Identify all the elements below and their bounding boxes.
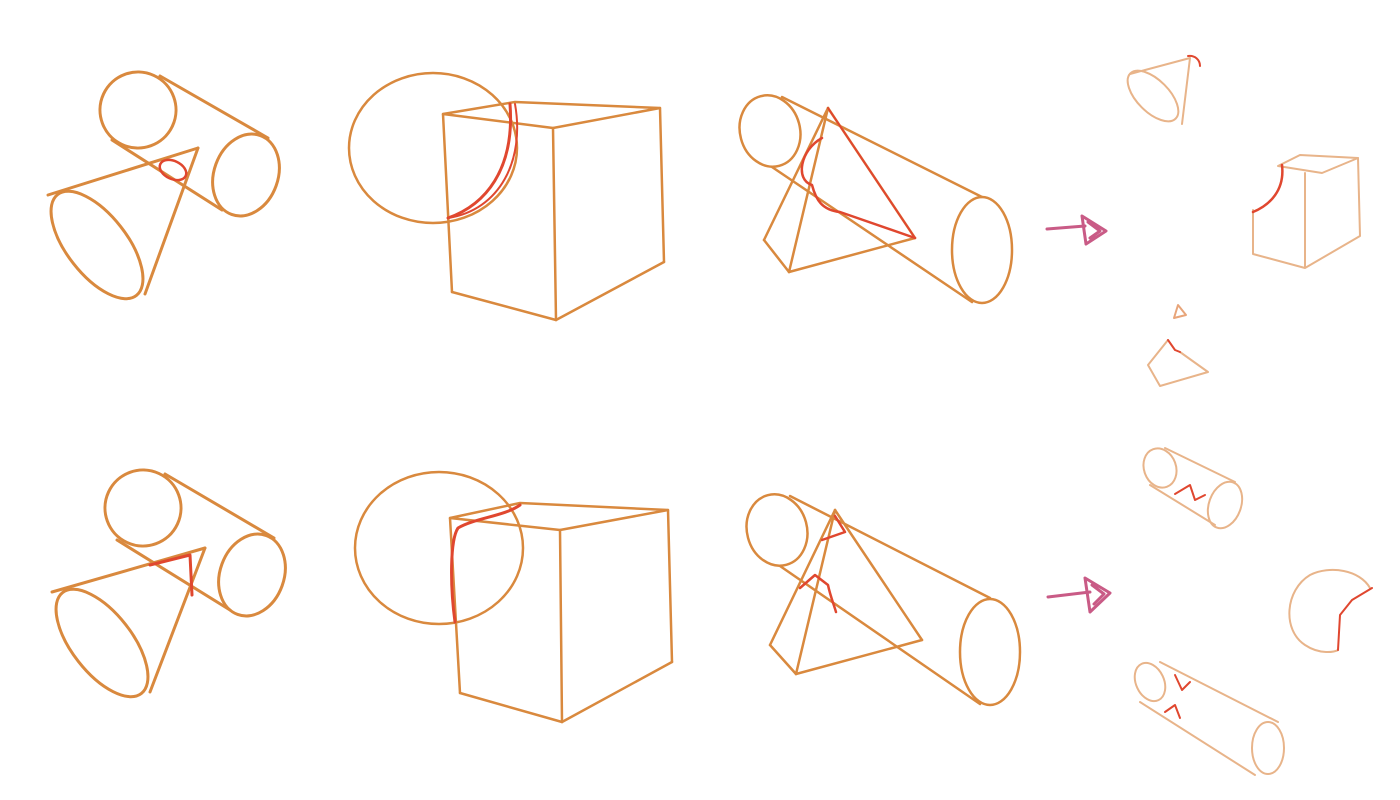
cylinder-near-cap [745, 493, 809, 567]
intersection-curve [148, 553, 194, 597]
cube-bottom-right [560, 660, 674, 724]
row1-cylinder-pyramid [738, 94, 1014, 305]
cube-front-mid-edge [558, 528, 564, 724]
cylinder-side-top [158, 74, 270, 140]
row2-sphere-cube [353, 470, 674, 724]
cube-front-left-edge [441, 112, 454, 294]
cylinder-side-bottom [770, 165, 974, 304]
cone-base [54, 587, 150, 699]
sphere-outline [353, 470, 525, 626]
cylinder-top-cap [103, 468, 183, 548]
cube-bottom-right [554, 260, 666, 322]
cylinder-top-cap [98, 70, 178, 150]
notch-top [1174, 674, 1191, 691]
cube-front-mid-edge [551, 126, 558, 322]
row1-cylinder-cone [46, 70, 281, 301]
intersection-curve-2 [447, 103, 519, 219]
intersection-curve [450, 503, 522, 624]
result-cylinder-notch-long [1133, 661, 1285, 776]
cube-right-edge [658, 106, 666, 264]
cylinder-side-top [780, 95, 984, 199]
cylinder-near-cap [738, 94, 802, 168]
arrow-shaft [1046, 590, 1092, 599]
cylinder-side-top [788, 494, 992, 600]
row2-cylinder-pyramid [745, 493, 1022, 707]
arrow-head [1083, 576, 1112, 614]
cube-top-face [448, 501, 670, 532]
notch [1174, 484, 1206, 501]
cylinder-bottom-cap [217, 532, 287, 618]
arrow-head [1080, 214, 1108, 246]
results-column [1126, 54, 1373, 776]
pyramid-edge-1 [787, 106, 830, 274]
cylinder-far-cap [958, 597, 1022, 707]
cone-side-bottom [143, 146, 200, 296]
result-cylinder-notch [1142, 447, 1244, 530]
pyramid-tip [1173, 304, 1187, 319]
pyramid-base-1 [768, 643, 798, 676]
pyramid-body [1147, 339, 1209, 387]
cube-front-left-edge [448, 516, 462, 695]
row2-cylinder-cone [50, 468, 287, 699]
cube-bottom-left [458, 691, 564, 724]
far-cap [1206, 480, 1244, 530]
cylinder-side-bottom [110, 138, 224, 212]
sphere-outline [1288, 568, 1371, 653]
result-sphere-cut [1288, 568, 1373, 653]
cube-right-edge [666, 508, 674, 664]
cube-faces [1252, 157, 1361, 269]
cone-side-1 [1129, 57, 1191, 125]
cylinder-bottom-cap [211, 132, 281, 218]
cube-bottom-left [450, 290, 558, 322]
cone-side-bottom [148, 546, 207, 694]
arrow-shaft [1045, 224, 1087, 231]
far-cap [1251, 721, 1285, 775]
pyramid-edge-2 [833, 508, 924, 642]
pyramid-base-2 [794, 638, 924, 676]
cut-edge [1337, 587, 1373, 651]
cube-top-face [441, 100, 662, 130]
pyramid-edge-3 [762, 106, 830, 242]
intersection-curve [798, 514, 847, 614]
sides [1149, 447, 1236, 526]
cone-base [49, 189, 145, 301]
cone-side-top [50, 546, 207, 594]
row1-sphere-cube [347, 71, 666, 322]
row1-arrow [1045, 214, 1108, 246]
cylinder-far-cap [950, 195, 1014, 305]
intersection-curve [800, 136, 917, 240]
intersection-edge [827, 107, 916, 239]
sides [1139, 661, 1279, 776]
cut-edge [1251, 163, 1284, 214]
intersection-curve [446, 102, 513, 220]
result-cone-cut [1126, 54, 1201, 125]
pyramid-base-1 [762, 238, 791, 274]
result-cube-cut [1251, 154, 1361, 269]
sphere-outline [347, 71, 519, 225]
cylinder-side-bottom [115, 538, 232, 612]
near-cap [1142, 447, 1178, 489]
cone-base [1126, 69, 1180, 123]
result-pyramid-cut [1147, 304, 1209, 387]
cylinder-side-bottom [778, 564, 982, 706]
cylinder-side-top [163, 472, 276, 540]
near-cap [1133, 661, 1167, 703]
cut-edge [1167, 339, 1181, 353]
cut-edge [1187, 54, 1201, 67]
cone-side-top [46, 146, 200, 197]
pyramid-edge-3 [768, 508, 837, 647]
cube-top [1277, 154, 1359, 174]
intersection-curve [158, 158, 188, 182]
pyramid-base-2 [787, 236, 917, 274]
row2-arrow [1046, 576, 1112, 614]
notch-bottom [1164, 704, 1181, 719]
